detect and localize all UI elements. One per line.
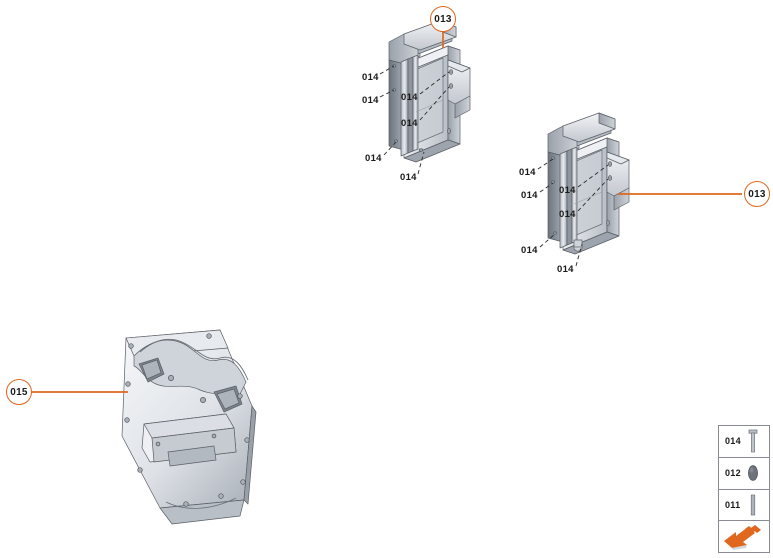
- legend-row-arrow[interactable]: [719, 521, 769, 553]
- orange-arrow-icon: [719, 521, 769, 553]
- legend-code-014: 014: [725, 436, 741, 447]
- fastener-label-014: 014: [365, 153, 382, 164]
- fastener-label-014: 014: [401, 92, 418, 103]
- lower-mounting-panel: [121, 329, 257, 525]
- screw-icon: [745, 426, 761, 457]
- fastener-label-014: 014: [400, 172, 417, 183]
- fastener-label-014: 014: [559, 185, 576, 196]
- legend-row-011[interactable]: 011: [719, 490, 769, 522]
- callout-013-top[interactable]: 013: [430, 6, 456, 32]
- pin-rod-icon: [745, 490, 761, 521]
- fastener-label-014: 014: [557, 264, 574, 275]
- fastener-label-014: 014: [362, 95, 379, 106]
- callout-013-right[interactable]: 013: [744, 181, 770, 207]
- fastener-label-014: 014: [521, 245, 538, 256]
- upper-left-rail-assembly: [388, 20, 471, 163]
- fastener-label-014: 014: [519, 167, 536, 178]
- legend-code-011: 011: [725, 499, 741, 510]
- nut-oval-icon: [745, 458, 761, 489]
- fastener-label-014: 014: [362, 72, 379, 83]
- fastener-label-014: 014: [521, 190, 538, 201]
- upper-right-rail-assembly: [547, 112, 630, 255]
- fastener-label-014: 014: [559, 209, 576, 220]
- fastener-label-014: 014: [401, 118, 418, 129]
- callout-015-left[interactable]: 015: [6, 379, 32, 405]
- callout-leader-lines: [31, 32, 742, 393]
- legend-row-012[interactable]: 012: [719, 458, 769, 490]
- legend-code-012: 012: [725, 468, 741, 479]
- parts-legend: 014 012 011: [718, 425, 770, 553]
- legend-row-014[interactable]: 014: [719, 426, 769, 458]
- fastener-leader-lines: [379, 65, 609, 267]
